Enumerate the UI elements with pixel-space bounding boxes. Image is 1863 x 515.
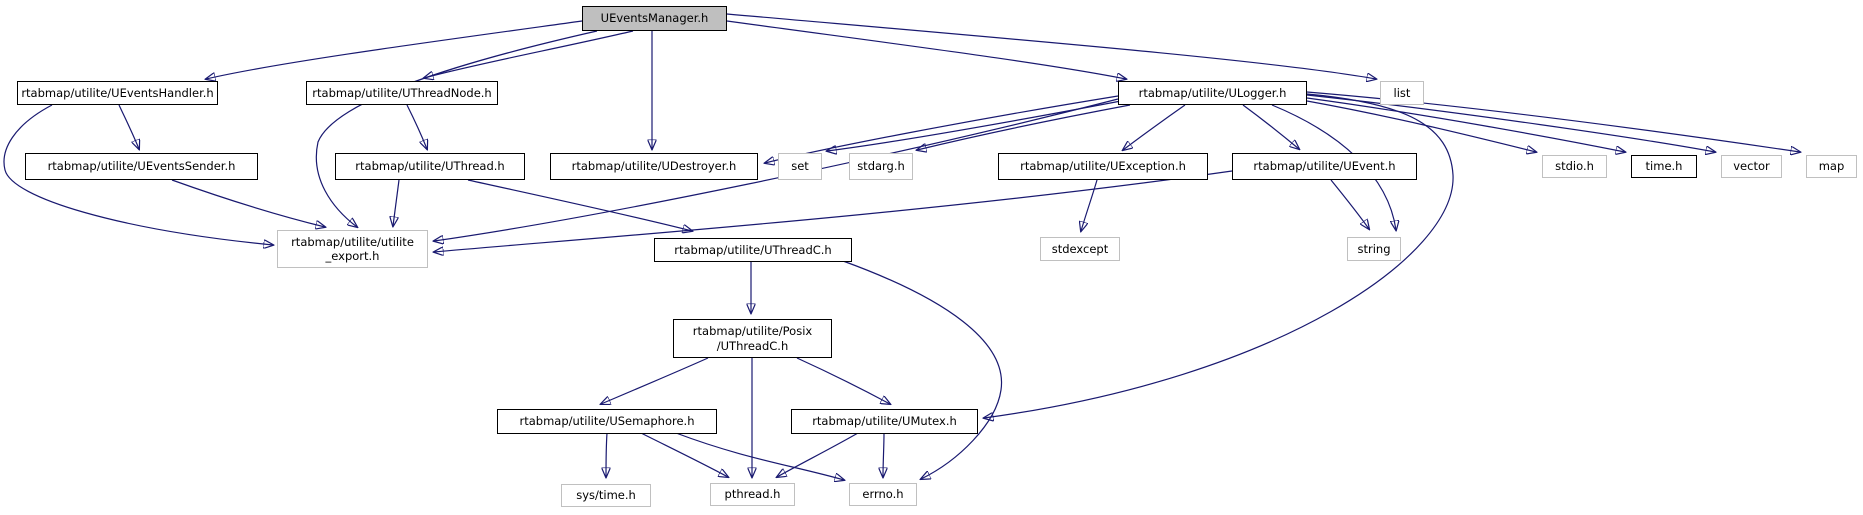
- edge-ulogger-stdarg: [917, 104, 1131, 150]
- node-ueventsmanager[interactable]: UEventsManager.h: [582, 6, 727, 31]
- edge-ulogger-uexception: [1123, 104, 1186, 150]
- node-pthread: pthread.h: [710, 483, 795, 506]
- node-ueventssender[interactable]: rtabmap/utilite/UEventsSender.h: [25, 153, 258, 180]
- node-errno: errno.h: [849, 483, 917, 506]
- edge-uthreadc-errno: [842, 260, 1003, 479]
- node-sys-time: sys/time.h: [561, 484, 651, 507]
- edge-uevent-utilite-export: [434, 170, 1233, 252]
- edge-posix-uthreadc-umutex: [796, 357, 890, 404]
- edge-ulogger-utilite-export: [434, 98, 1119, 241]
- edge-ueventsmanager-utilite-export: [315, 30, 598, 227]
- node-uthreadnode[interactable]: rtabmap/utilite/UThreadNode.h: [306, 81, 498, 105]
- node-umutex[interactable]: rtabmap/utilite/UMutex.h: [791, 409, 978, 434]
- edge-ulogger-time: [1306, 97, 1625, 152]
- node-stdio: stdio.h: [1542, 155, 1607, 178]
- edge-ueventshandler-ueventssender: [118, 104, 139, 149]
- edge-ueventsmanager-ulogger: [726, 20, 1126, 79]
- edge-uthread-utilite-export: [393, 179, 400, 226]
- node-list: list: [1380, 81, 1424, 105]
- node-usemaphore[interactable]: rtabmap/utilite/USemaphore.h: [497, 409, 717, 434]
- node-stdexcept: stdexcept: [1040, 237, 1120, 261]
- edge-usemaphore-sys-time: [606, 432, 607, 477]
- edge-usemaphore-errno: [675, 432, 844, 480]
- edge-uevent-string: [1330, 179, 1369, 229]
- edge-posix-uthreadc-usemaphore: [601, 357, 709, 404]
- edge-uthread-uthreadc: [467, 179, 692, 231]
- edge-usemaphore-pthread: [640, 432, 728, 477]
- node-map: map: [1806, 155, 1857, 178]
- edge-ueventshandler-utilite-export: [3, 104, 273, 245]
- node-ulogger[interactable]: rtabmap/utilite/ULogger.h: [1118, 81, 1307, 105]
- node-stdarg: stdarg.h: [849, 153, 913, 180]
- node-string: string: [1347, 237, 1401, 261]
- edge-ueventsmanager-uthreadnode: [424, 30, 634, 78]
- node-set: set: [778, 153, 822, 180]
- edge-ulogger-vector: [1306, 94, 1715, 152]
- edge-ulogger-uevent: [1242, 104, 1299, 149]
- edge-ueventsmanager-ueventshandler: [206, 20, 583, 79]
- node-uthread[interactable]: rtabmap/utilite/UThread.h: [335, 153, 525, 180]
- node-posix-uthreadc[interactable]: rtabmap/utilite/Posix /UThreadC.h: [673, 319, 832, 358]
- node-ueventshandler[interactable]: rtabmap/utilite/UEventsHandler.h: [17, 81, 218, 105]
- node-time[interactable]: time.h: [1631, 155, 1697, 178]
- edge-ueventsmanager-list: [726, 13, 1376, 79]
- node-uevent[interactable]: rtabmap/utilite/UEvent.h: [1232, 153, 1417, 180]
- edge-umutex-pthread: [777, 432, 859, 477]
- node-vector: vector: [1721, 155, 1782, 178]
- node-uthreadc[interactable]: rtabmap/utilite/UThreadC.h: [654, 238, 852, 262]
- edge-ulogger-set: [827, 100, 1122, 151]
- edge-ulogger-stdio: [1306, 100, 1536, 152]
- edge-umutex-errno: [883, 432, 884, 477]
- edge-uexception-stdexcept: [1081, 179, 1098, 231]
- node-utilite-export: rtabmap/utilite/utilite _export.h: [277, 230, 428, 268]
- edge-ulogger-umutex: [984, 93, 1454, 418]
- node-udestroyer[interactable]: rtabmap/utilite/UDestroyer.h: [550, 153, 758, 180]
- node-uexception[interactable]: rtabmap/utilite/UException.h: [998, 153, 1208, 180]
- edge-ueventssender-utilite-export: [171, 179, 325, 227]
- edge-uthreadnode-uthread: [406, 104, 427, 149]
